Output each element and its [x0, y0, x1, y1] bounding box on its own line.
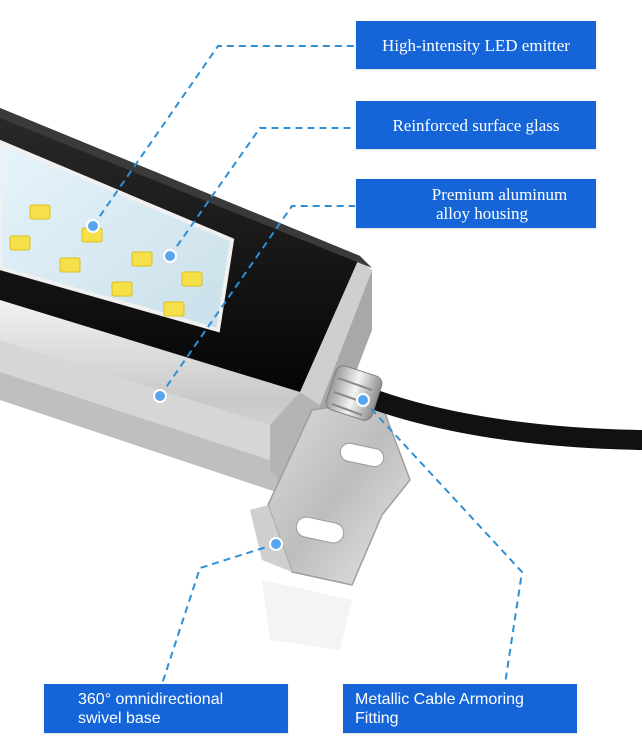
callout-text: Reinforced surface glass	[392, 115, 560, 135]
anchor-dot-led	[86, 219, 100, 233]
bracket-slot	[339, 442, 385, 468]
callout-text-line1: 360° omnidirectional	[78, 690, 224, 708]
cable	[360, 388, 642, 450]
bracket-slot	[295, 516, 345, 544]
surface-glass	[0, 139, 235, 333]
anchor-dots	[86, 219, 370, 551]
led-chip	[163, 301, 185, 317]
leader-housing	[159, 205, 355, 397]
reflection	[262, 580, 352, 650]
callout-swivel-base: 360° omnidirectional swivel base	[44, 684, 288, 733]
led-chip	[111, 281, 133, 297]
leader-base	[161, 543, 277, 685]
callout-text-line1: Premium aluminum	[431, 184, 568, 204]
anchor-dot-fitting	[356, 393, 370, 407]
led-chip	[59, 257, 81, 273]
callout-text-line1: Metallic Cable Armoring	[355, 690, 524, 708]
callout-cable-fitting: Metallic Cable Armoring Fitting	[343, 684, 577, 733]
callout-led-emitter: High-intensity LED emitter	[356, 21, 596, 69]
callout-text: High-intensity LED emitter	[382, 35, 570, 55]
callout-surface-glass: Reinforced surface glass	[356, 101, 596, 149]
swivel-bracket	[250, 399, 411, 586]
callout-text-line2: swivel base	[78, 709, 161, 727]
led-chip	[181, 271, 203, 287]
led-chip	[29, 204, 51, 220]
cable-fitting	[325, 365, 383, 421]
leader-lines	[92, 45, 524, 685]
leader-led	[92, 45, 355, 227]
leader-glass	[169, 127, 355, 257]
leader-fitting	[362, 399, 524, 685]
led-chip	[9, 235, 31, 251]
callout-text-line2: Fitting	[355, 709, 399, 727]
anchor-dot-glass	[163, 249, 177, 263]
callout-text-line2: alloy housing	[435, 203, 529, 223]
led-chip	[131, 251, 153, 267]
anchor-dot-base	[269, 537, 283, 551]
anchor-dot-housing	[153, 389, 167, 403]
callout-aluminum-housing: Premium aluminum alloy housing	[356, 179, 596, 228]
